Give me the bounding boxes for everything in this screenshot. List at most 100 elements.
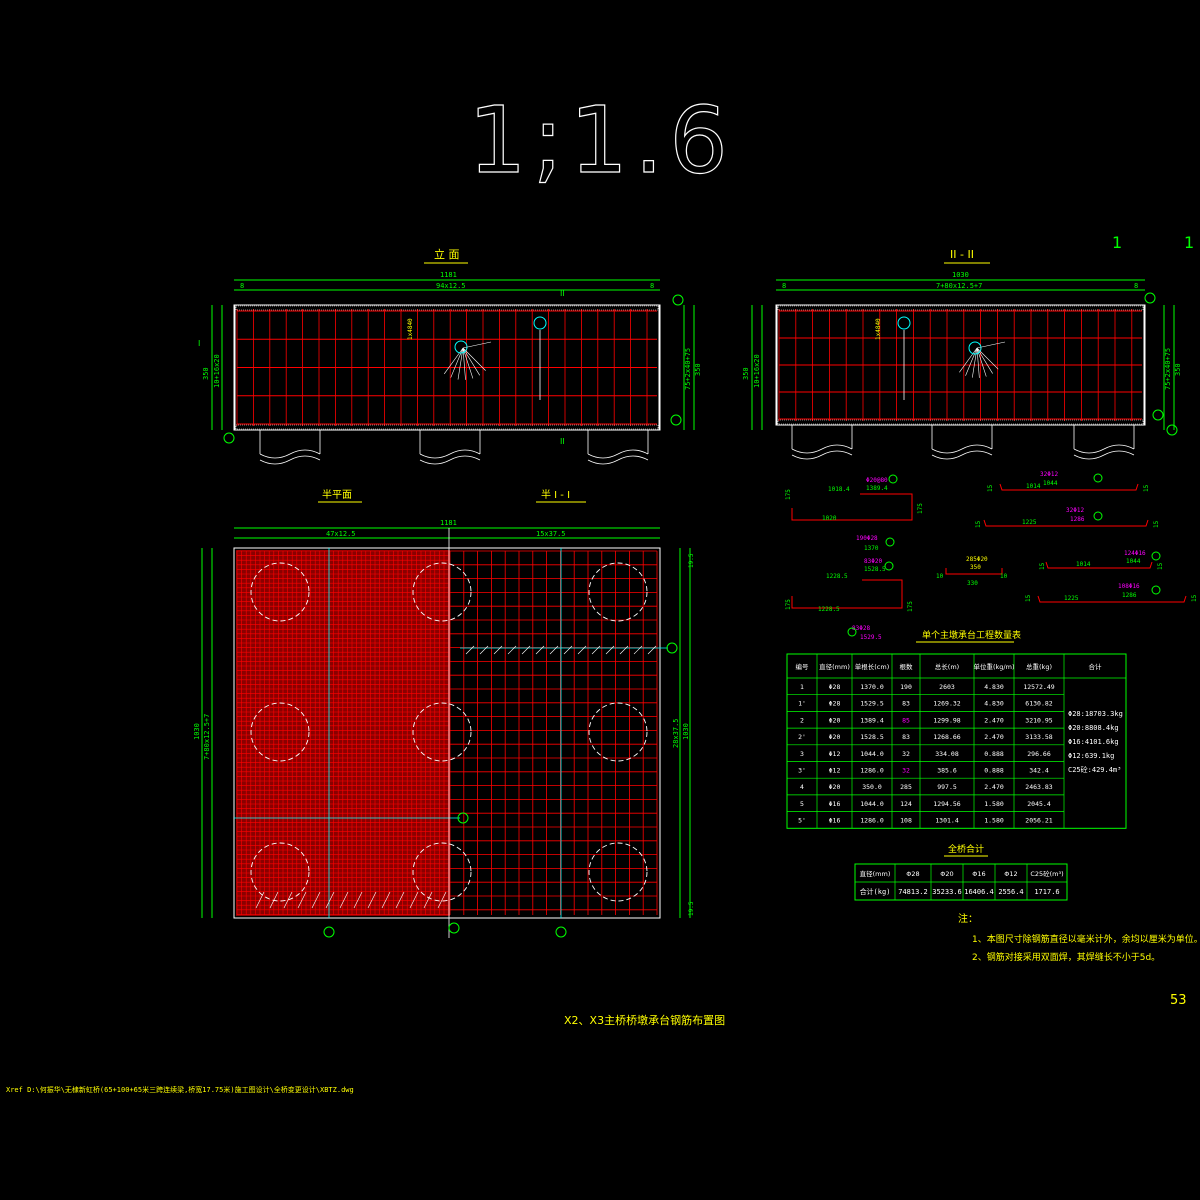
qty-cell: 5 — [800, 800, 804, 808]
bar-2-seg-top: 1018.4 — [828, 486, 850, 493]
qty-cell: Φ28 — [829, 683, 841, 691]
total-header-cell: Φ16 — [972, 870, 985, 878]
plan-title-left: 半平面 — [322, 488, 352, 501]
bar-2-end-left: 175 — [785, 489, 792, 500]
bar-5p-length: 1286 — [1122, 592, 1137, 599]
qty-cell: 2603 — [939, 683, 955, 691]
qty-cell: Φ20 — [829, 716, 841, 724]
bar-2p-label: 83Φ20 — [864, 558, 882, 565]
section-2-bar-note: 1x4840 — [875, 318, 882, 340]
plan-title-right: 半 I - I — [541, 488, 570, 501]
corner-mark-1: 1 — [1112, 233, 1122, 252]
bar-5-end-right: 15 — [1157, 562, 1164, 570]
elevation-total-dim: 1181 — [440, 271, 457, 279]
section-2-end-dim-left: 8 — [782, 282, 786, 290]
bar-3-length: 1044 — [1043, 480, 1058, 487]
total-header-cell: C25砼(m³) — [1030, 869, 1063, 878]
bar-3p-length: 1286 — [1070, 516, 1085, 523]
plan-height-spacing: 7+80x12.5+7 — [203, 714, 211, 760]
bar-4-seg: 330 — [967, 580, 978, 587]
total-cell: 16406.4 — [964, 888, 994, 896]
qty-cell: 1294.56 — [933, 800, 960, 808]
qty-total-note: C25砼:429.4m³ — [1068, 765, 1121, 774]
bar-2p-end-right: 175 — [907, 601, 914, 612]
bar-3p-label: 32Φ12 — [1066, 507, 1084, 514]
qty-cell: 2045.4 — [1027, 800, 1051, 808]
qty-header-cell: 单位重(kg/m) — [974, 662, 1015, 671]
qty-cell: 32 — [902, 750, 910, 758]
qty-cell: 2 — [800, 716, 804, 724]
section-2-height-spacing: 10+16x20 — [753, 354, 761, 388]
elevation-height-spacing-right: 75+2x40+75 — [684, 348, 692, 390]
bar-5-length: 1044 — [1126, 558, 1141, 565]
elevation-height-right: 350 — [694, 363, 702, 376]
qty-cell: Φ16 — [829, 800, 841, 808]
bar-5-label: 124Φ16 — [1124, 550, 1146, 557]
total-cell: 合计(kg) — [860, 887, 891, 896]
bar-5-end-left: 15 — [1039, 562, 1046, 570]
qty-total-note: Φ16:4101.6kg — [1068, 738, 1119, 746]
section-2-spacing-dim: 7+80x12.5+7 — [936, 282, 982, 290]
elevation-end-dim-left: 8 — [240, 282, 244, 290]
bar-2-end-right: 175 — [917, 503, 924, 514]
bar-3-label: 32Φ12 — [1040, 471, 1058, 478]
qty-cell: 83 — [902, 700, 910, 708]
qty-header-cell: 编号 — [796, 662, 810, 671]
qty-cell: 285 — [900, 783, 912, 791]
section-mark-II-bottom: II — [560, 437, 565, 446]
bar-2p-seg-top: 1228.5 — [826, 573, 848, 580]
bar-2p-length: 1528.5 — [864, 566, 886, 573]
notes-title: 注： — [958, 912, 978, 925]
qty-cell: 4.830 — [984, 683, 1004, 691]
note-1: 1、本图尺寸除钢筋直径以毫米计外，余均以厘米为单位。 — [972, 933, 1200, 945]
qty-cell: 124 — [900, 800, 912, 808]
elevation-view: 立 面 1181 94x12.5 8 8 350 10+16x20 I 75+2… — [198, 247, 702, 465]
qty-cell: 3133.58 — [1025, 733, 1052, 741]
section-2-end-dim-right: 8 — [1134, 282, 1138, 290]
plan-total-dim: 1181 — [440, 519, 457, 527]
plan-view: 半平面 半 I - I 1181 47x12.5 15x37.5 1030 7+… — [193, 488, 695, 938]
qty-cell: 1299.98 — [933, 716, 960, 724]
section-2-height-dim: 350 — [742, 367, 750, 380]
total-cell: 1717.6 — [1034, 888, 1059, 896]
qty-cell: 4 — [800, 783, 804, 791]
qty-cell: 350.0 — [862, 783, 882, 791]
bar-shape-3p: 32Φ12 1286 1225 15 15 — [975, 507, 1160, 528]
elevation-end-dim-right: 8 — [650, 282, 654, 290]
qty-cell: 85 — [902, 716, 910, 724]
bar-2-bottom-len: 1370 — [864, 545, 879, 552]
qty-cell: 4.830 — [984, 700, 1004, 708]
qty-cell: 3 — [800, 750, 804, 758]
qty-cell: 1268.66 — [933, 733, 960, 741]
bar-3-end-left: 15 — [987, 484, 994, 492]
notes: 注： 1、本图尺寸除钢筋直径以毫米计外，余均以厘米为单位。 2、钢筋对接采用双面… — [958, 912, 1200, 963]
bar-4-end-left: 10 — [936, 573, 944, 580]
qty-cell: 997.5 — [937, 783, 957, 791]
plan-right-dim: 15x37.5 — [536, 530, 566, 538]
bar-3-seg: 1014 — [1026, 483, 1041, 490]
plan-right-height: 1030 — [682, 723, 690, 740]
qty-cell: 1.580 — [984, 817, 1004, 825]
bar-shape-3: 32Φ12 1044 1014 15 15 — [987, 471, 1150, 492]
qty-cell: 32 — [902, 767, 910, 775]
bar-3p-end-right: 15 — [1153, 520, 1160, 528]
bar-shape-2: Φ20@80 1389.4 1018.4 1020 175 175 190Φ28… — [785, 474, 924, 552]
elevation-height-dim: 350 — [202, 367, 210, 380]
qty-cell: 1269.32 — [933, 700, 960, 708]
bar-2-bottom-label: 190Φ28 — [856, 535, 878, 542]
qty-total-note: Φ28:18703.3kg — [1068, 710, 1123, 718]
sheet-number: 53 — [1170, 993, 1187, 1008]
qty-cell: Φ20 — [829, 783, 841, 791]
qty-header-cell: 根数 — [900, 662, 914, 671]
section-mark-I-left: I — [198, 339, 200, 348]
qty-cell: 0.888 — [984, 767, 1004, 775]
bar-3p-end-left: 15 — [975, 520, 982, 528]
total-header-cell: Φ20 — [940, 870, 953, 878]
qty-cell: 3210.95 — [1025, 716, 1052, 724]
bar-4-end-right: 10 — [1000, 573, 1008, 580]
plan-bottom-right-dim: 19.5 — [688, 901, 695, 916]
qty-cell: 1528.5 — [860, 733, 884, 741]
qty-cell: 12572.49 — [1023, 683, 1054, 691]
